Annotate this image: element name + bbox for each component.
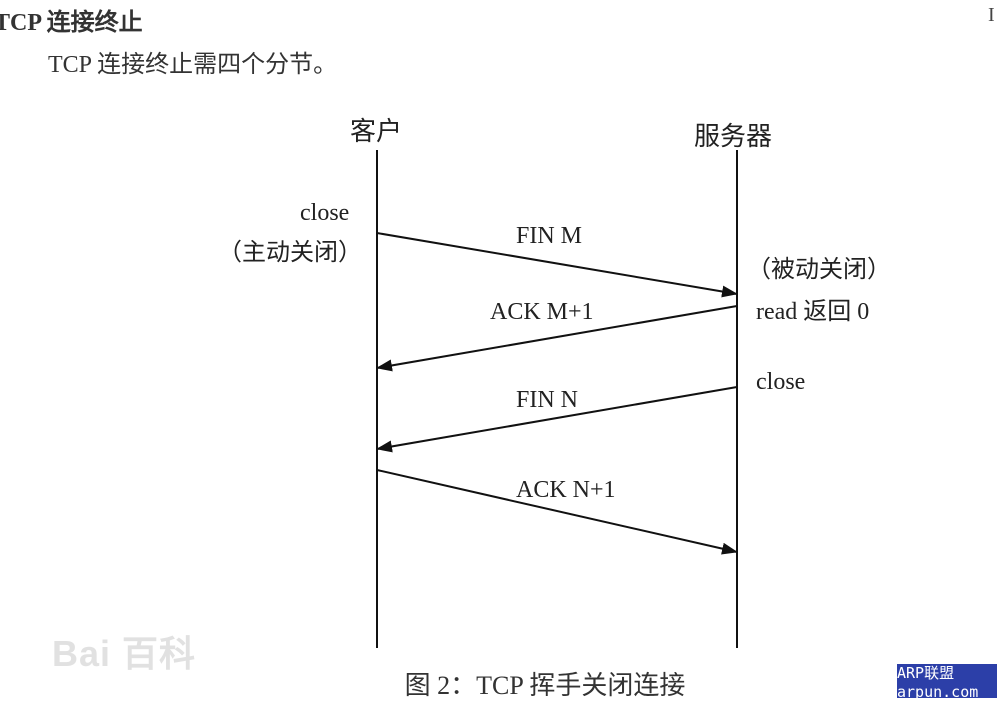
- ack-m1-arrow: [376, 305, 738, 372]
- server-read-note: read 返回 0: [756, 298, 869, 325]
- baidu-watermark: Bai 百科: [52, 633, 197, 674]
- client-lane-label: 客户: [350, 117, 402, 146]
- fin-m-arrow: [376, 232, 738, 298]
- fin-m-label: FIN M: [516, 223, 582, 249]
- figure-caption: 图 2：TCP 挥手关闭连接: [404, 671, 686, 700]
- server-close-note: close: [756, 369, 805, 395]
- fin-n-label: FIN N: [516, 387, 578, 413]
- server-passive-close-note: （被动关闭）: [747, 256, 891, 283]
- ack-m1-label: ACK M+1: [490, 299, 594, 325]
- site-badge: ARP联盟 arpun.com: [897, 664, 997, 701]
- section-heading: TCP 连接终止: [0, 10, 143, 36]
- client-close-note: close: [300, 200, 349, 226]
- intro-text: TCP 连接终止需四个分节。: [48, 52, 338, 78]
- corner-mark: I: [988, 4, 995, 26]
- ack-n1-label: ACK N+1: [516, 477, 616, 503]
- server-lane-label: 服务器: [694, 122, 772, 151]
- fin-n-arrow: [376, 386, 738, 453]
- ack-n1-arrow: [376, 469, 738, 555]
- client-active-close-note: （主动关闭）: [218, 239, 362, 266]
